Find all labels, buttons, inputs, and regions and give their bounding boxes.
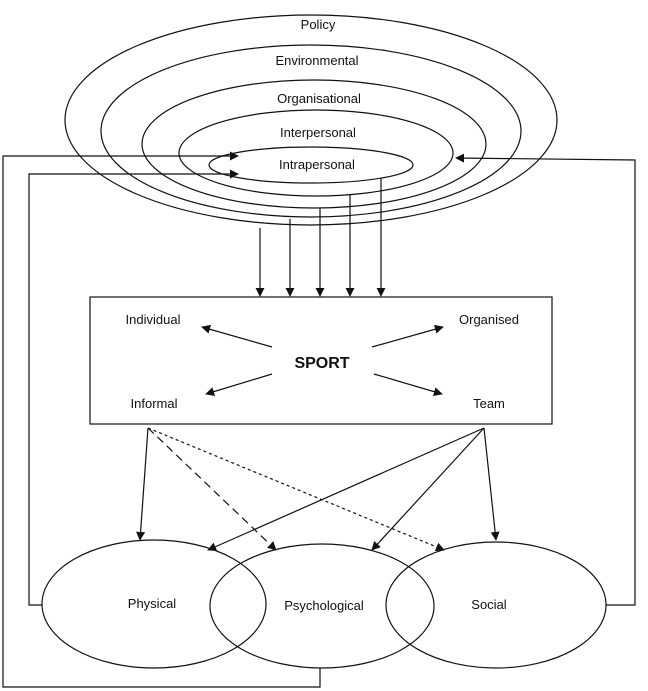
arrow-to-team bbox=[373, 373, 443, 397]
physical-circle bbox=[41, 539, 267, 669]
informal-to-physical-arrow bbox=[136, 427, 149, 541]
team-to-physical-arrow bbox=[207, 427, 485, 551]
social-label: Social bbox=[471, 597, 507, 612]
arrow-to-informal bbox=[205, 373, 273, 396]
intrapersonal-label: Intrapersonal bbox=[279, 157, 355, 172]
level-to-sport-arrows bbox=[255, 178, 386, 297]
feedback-psychological-arrow bbox=[2, 151, 321, 688]
sport-team-label: Team bbox=[473, 396, 505, 411]
sport-informal-label: Informal bbox=[131, 396, 178, 411]
psychological-circle bbox=[209, 543, 435, 669]
physical-label: Physical bbox=[128, 596, 177, 611]
sport-to-outcome-arrows bbox=[136, 427, 500, 552]
policy-label: Policy bbox=[301, 17, 336, 32]
social-circle bbox=[385, 541, 607, 669]
policy-ring bbox=[64, 14, 558, 226]
feedback-social-arrow bbox=[455, 153, 636, 606]
sport-individual-label: Individual bbox=[126, 312, 181, 327]
psychological-label: Psychological bbox=[284, 598, 364, 613]
interpersonal-label: Interpersonal bbox=[280, 125, 356, 140]
sport-box: SPORT Individual Organised Informal Team bbox=[89, 296, 553, 425]
sport-organised-label: Organised bbox=[459, 312, 519, 327]
ecological-levels: Policy Environmental Organisational Inte… bbox=[64, 14, 558, 226]
informal-to-social-arrow bbox=[147, 427, 445, 552]
environmental-ring bbox=[100, 44, 522, 218]
outcomes: Physical Psychological Social bbox=[41, 539, 607, 669]
arrow-to-organised bbox=[371, 324, 444, 348]
sport-box-frame bbox=[89, 296, 553, 425]
sport-title: SPORT bbox=[294, 355, 349, 372]
organisational-ring bbox=[141, 79, 487, 209]
interpersonal-ring bbox=[178, 109, 454, 197]
organisational-label: Organisational bbox=[277, 91, 361, 106]
team-to-psychological-arrow bbox=[371, 427, 485, 551]
feedback-physical-arrow bbox=[28, 169, 239, 606]
arrow-to-individual bbox=[201, 324, 273, 348]
intrapersonal-ring bbox=[208, 146, 414, 184]
team-to-social-arrow bbox=[483, 427, 500, 541]
feedback-loops bbox=[2, 151, 636, 688]
informal-to-psychological-arrow bbox=[147, 427, 277, 551]
environmental-label: Environmental bbox=[275, 53, 358, 68]
